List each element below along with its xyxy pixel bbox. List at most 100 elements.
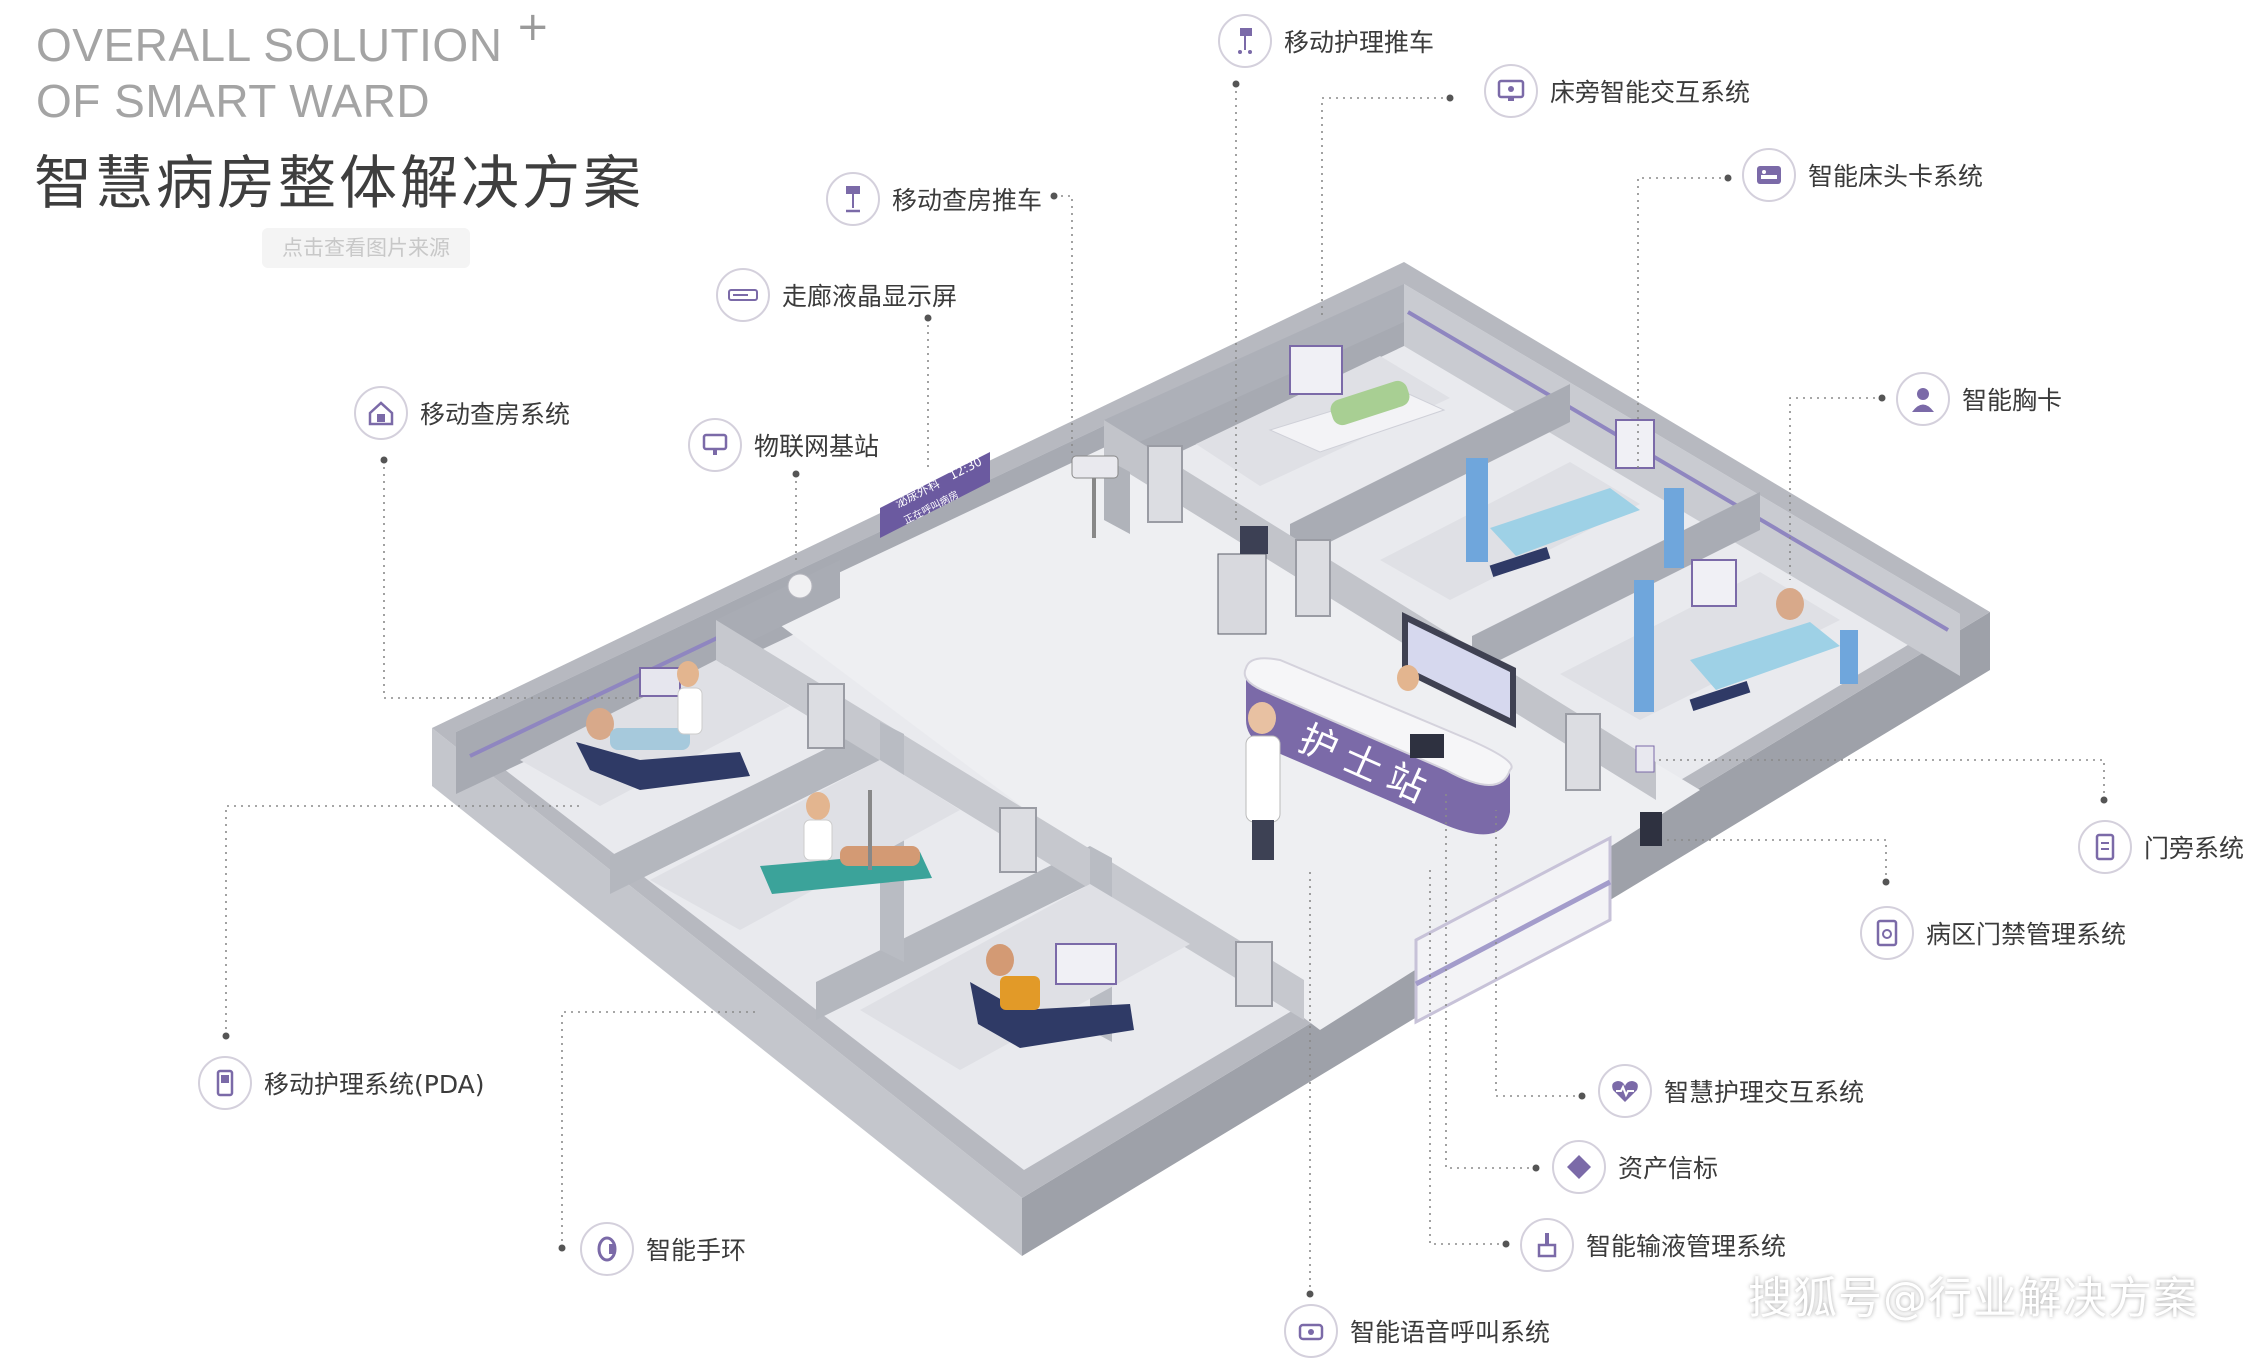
corridor-floor	[760, 440, 1700, 1030]
patient-recliner	[576, 742, 750, 790]
privacy-curtain	[1466, 458, 1488, 562]
leader-dot	[222, 1032, 230, 1040]
callout-label: 智慧护理交互系统	[1664, 1078, 1865, 1107]
leader-dot	[1446, 94, 1454, 102]
callout-smart-badge: 智能胸卡	[1896, 372, 2062, 426]
bed-base	[1689, 681, 1751, 711]
nurse	[677, 661, 699, 687]
doctor-coat	[1245, 735, 1281, 823]
base-station-icon	[688, 418, 742, 472]
glass-entrance-door	[1414, 835, 1612, 1025]
leader-dot	[924, 314, 932, 322]
callout-label: 智能语音呼叫系统	[1350, 1318, 1551, 1347]
monitor-icon	[1484, 64, 1538, 118]
view-image-source-button[interactable]: 点击查看图片来源	[262, 228, 470, 268]
iv-pole	[868, 790, 872, 870]
nurse	[1397, 665, 1419, 691]
partition-right-1	[1104, 284, 1404, 458]
patient-body	[1000, 976, 1040, 1010]
doctor	[1248, 702, 1276, 734]
partition-left-1-front	[610, 722, 880, 894]
patient-body	[840, 846, 920, 866]
patient-recliner	[970, 982, 1134, 1048]
nurse-station-pc	[1410, 734, 1444, 758]
nurse-station-display-screen	[1408, 622, 1510, 718]
callout-label: 移动查房系统	[420, 400, 571, 429]
privacy-curtain	[1634, 580, 1654, 712]
nurse	[806, 792, 830, 820]
callout-mobile-nursing-pda: 移动护理系统(PDA)	[198, 1056, 485, 1110]
mobile-round-cart-device	[1071, 455, 1119, 479]
door	[1565, 713, 1601, 791]
nurse-station-top	[1243, 657, 1513, 786]
callout-label: 智能胸卡	[1962, 386, 2063, 415]
leader-line	[1054, 195, 1073, 456]
leader-dot	[1050, 192, 1058, 200]
leader-dot	[380, 456, 388, 464]
callout-label: 移动护理推车	[1284, 28, 1435, 57]
leader-line	[1637, 177, 1728, 470]
doctor-legs	[1252, 820, 1274, 860]
door-side-panel	[1635, 745, 1655, 773]
callout-label: 移动护理系统(PDA)	[264, 1070, 485, 1099]
nurse-body	[677, 687, 703, 735]
furniture	[576, 345, 1858, 1048]
watermark: 搜狐号@行业解决方案	[1748, 1273, 2198, 1324]
callout-smart-voice-call: 智能语音呼叫系统	[1284, 1304, 1550, 1358]
leader-dot	[1578, 1092, 1586, 1100]
mobile-round-cart-pole	[1092, 478, 1096, 538]
iot-base-station-device	[787, 573, 813, 599]
callout-label: 智能床头卡系统	[1808, 162, 1984, 191]
infusion-monitor	[639, 667, 681, 697]
bedside-screen	[1615, 419, 1655, 469]
room-floor-r3	[1560, 572, 1840, 720]
infusion-icon	[1520, 1218, 1574, 1272]
leader-line	[561, 1011, 760, 1248]
wall-rail-right	[1406, 310, 1950, 632]
partition-left-2	[816, 846, 1090, 1020]
callout-bedside-interaction: 床旁智能交互系统	[1484, 64, 1750, 118]
callout-mobile-nursing-cart: 移动护理推车	[1218, 14, 1434, 68]
callout-label: 走廊液晶显示屏	[782, 282, 958, 311]
title-english-line1: OVERALL SOLUTION	[36, 19, 503, 71]
leader-dot	[2100, 796, 2108, 804]
leader-dot	[1532, 1164, 1540, 1172]
bedside-screen	[1289, 345, 1343, 395]
privacy-curtain	[1840, 630, 1858, 684]
nurse-station-counter	[1244, 668, 1510, 835]
callout-label: 物联网基站	[754, 432, 880, 461]
hospital-bed	[1490, 488, 1640, 556]
corridor-wall-right	[1104, 420, 1656, 800]
leader-dot	[1232, 80, 1240, 88]
home-icon	[354, 386, 408, 440]
leader-dot	[1724, 174, 1732, 182]
access-control-panel	[1640, 812, 1662, 846]
leader-lines	[225, 84, 2105, 1294]
bed-card-icon	[1742, 148, 1796, 202]
door	[1295, 539, 1331, 617]
partition-right-2	[1290, 384, 1570, 562]
patient-body	[1330, 380, 1410, 426]
bedside-screen	[1691, 559, 1737, 607]
callout-label: 移动查房推车	[892, 186, 1043, 215]
door	[1147, 445, 1183, 523]
page-title: 智慧病房整体解决方案	[34, 149, 645, 217]
title-english-line2: OF SMART WARD	[36, 75, 431, 127]
wristband-icon	[580, 1222, 634, 1276]
callout-smart-infusion: 智能输液管理系统	[1520, 1218, 1786, 1272]
door-purple-strip	[1414, 879, 1612, 987]
callout-label: 床旁智能交互系统	[1550, 78, 1751, 107]
door	[999, 807, 1037, 873]
door	[1235, 941, 1273, 1007]
callout-label: 病区门禁管理系统	[1926, 920, 2127, 949]
pda-icon	[198, 1056, 252, 1110]
patient	[586, 708, 614, 740]
voice-call-icon	[1284, 1304, 1338, 1358]
partition-right-3	[1472, 492, 1760, 674]
leader-line	[1789, 397, 1882, 580]
bedside-terminal	[1055, 943, 1117, 985]
badge-person-icon	[1896, 372, 1950, 426]
patient	[986, 944, 1014, 976]
callout-mobile-round-cart: 移动查房推车	[826, 172, 1042, 226]
callout-label: 智能手环	[646, 1236, 747, 1265]
